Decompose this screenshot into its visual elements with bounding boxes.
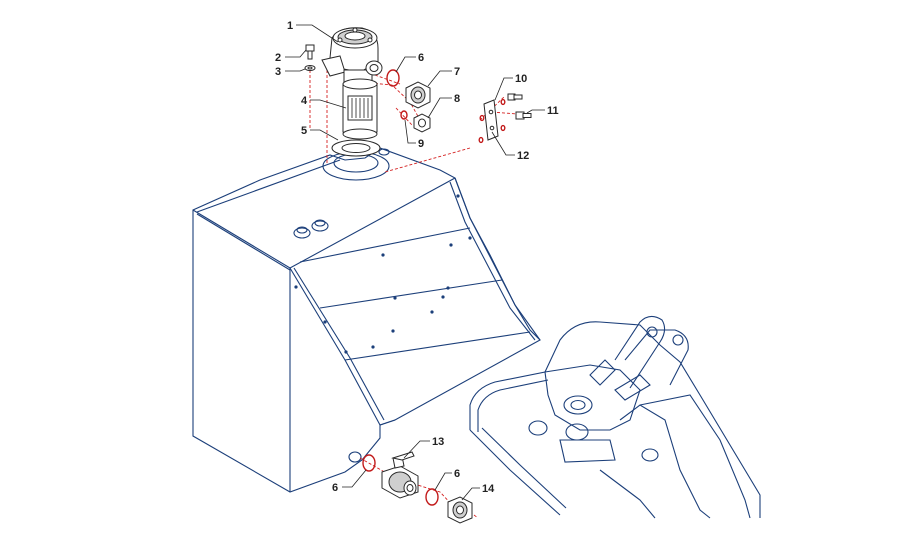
callout-3: 3 [275, 66, 281, 78]
filter-head [321, 27, 383, 83]
o-ring-9 [400, 110, 408, 120]
callout-2: 2 [275, 52, 281, 64]
filter-gasket [331, 139, 381, 157]
o-ring-6-lower-right [425, 488, 439, 506]
fitting-14 [447, 496, 473, 524]
filter-element [342, 78, 378, 140]
callout-12: 12 [517, 150, 529, 162]
bolt-10 [507, 93, 523, 101]
callout-1: 1 [287, 20, 293, 32]
callout-5: 5 [301, 125, 307, 137]
callout-14: 14 [482, 483, 495, 495]
fitting-8 [413, 113, 431, 133]
callout-6-lower-left: 6 [332, 482, 338, 494]
washer-3 [304, 65, 316, 71]
callout-9: 9 [418, 138, 424, 150]
callout-6-lower-right: 6 [454, 468, 460, 480]
callout-4: 4 [301, 95, 308, 107]
bolt-11 [515, 111, 532, 120]
ball-valve-13 [381, 451, 419, 499]
callout-11: 11 [547, 105, 559, 117]
leader-lines [285, 24, 545, 501]
o-ring-6-top [386, 69, 400, 87]
callout-7: 7 [454, 66, 460, 78]
hydraulic-tank [192, 147, 541, 493]
callout-labels: 1 2 3 4 5 6 7 8 9 10 11 12 13 6 6 14 [275, 20, 559, 495]
callout-6-top: 6 [418, 52, 424, 64]
machine-frame [469, 315, 761, 519]
callout-8: 8 [454, 93, 460, 105]
bracket-12 [478, 98, 506, 144]
callout-13: 13 [432, 436, 444, 448]
o-ring-6-lower-left [362, 454, 376, 472]
callout-10: 10 [515, 73, 527, 85]
fitting-7 [405, 81, 431, 109]
screw-2 [305, 44, 315, 60]
